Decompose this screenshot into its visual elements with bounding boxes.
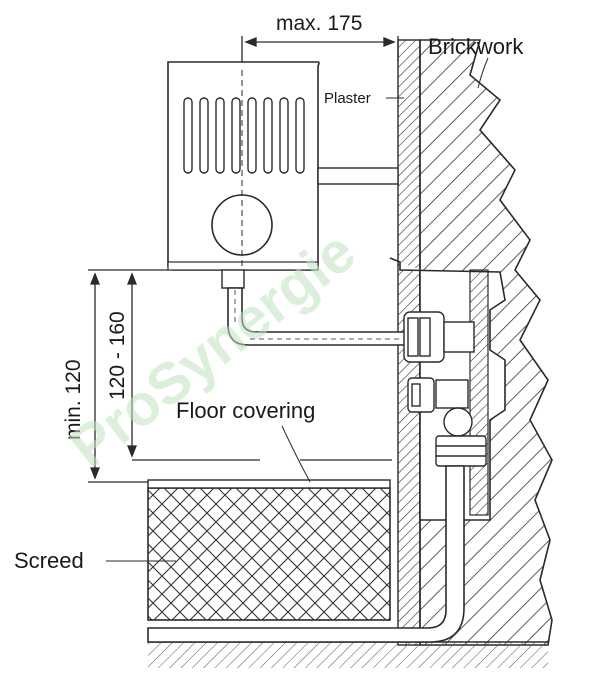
floor-covering-leader	[281, 425, 311, 483]
dimension-min-120	[88, 269, 168, 483]
label-plaster: Plaster	[324, 90, 371, 107]
valve-assembly	[403, 311, 487, 467]
brickwork-leader	[477, 57, 489, 89]
label-min-120: min. 120	[62, 359, 85, 440]
screed-layer	[147, 487, 391, 621]
radiator	[167, 61, 320, 271]
dimension-120-160	[127, 272, 392, 461]
floor-covering-layer	[147, 479, 391, 489]
ground-base	[148, 642, 548, 668]
supply-pipe	[147, 465, 465, 643]
dimension-max-175	[241, 36, 399, 62]
label-120-160: 120 - 160	[106, 311, 129, 400]
label-screed: Screed	[14, 548, 84, 573]
wall-bracket	[317, 167, 399, 185]
label-brickwork: Brickwork	[428, 34, 524, 59]
label-max-175: max. 175	[276, 12, 362, 35]
label-floor-covering: Floor covering	[176, 398, 315, 423]
